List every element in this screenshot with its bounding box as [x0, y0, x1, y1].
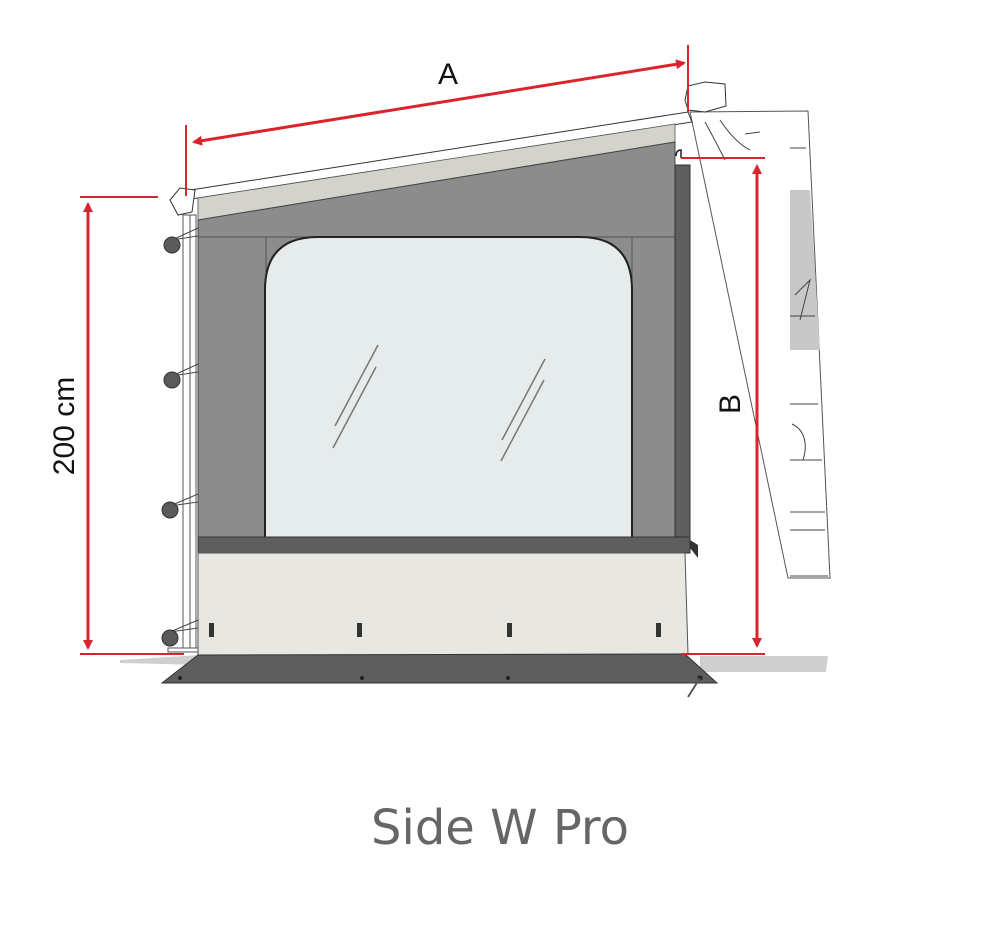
ground-shadow-right: [700, 656, 828, 672]
vehicle-outline: [689, 110, 831, 579]
product-title: Side W Pro: [371, 800, 629, 856]
label-b: B: [714, 394, 747, 414]
ground-sheet: [160, 653, 719, 684]
tension-knobs: [161, 227, 199, 647]
label-200cm: 200 cm: [48, 377, 81, 475]
window: [264, 236, 633, 541]
dimension-200cm: [80, 196, 184, 655]
side-zip-strip: [674, 164, 691, 541]
dimension-a: [185, 45, 689, 196]
skirt-fasteners: [209, 623, 661, 637]
support-pole: [167, 187, 199, 653]
ground-shadow: [120, 655, 200, 665]
label-a: A: [438, 58, 458, 91]
window-glare: [332, 344, 546, 462]
lower-skirt: [197, 552, 689, 657]
window-base-band: [197, 536, 691, 554]
awning-head-bracket: [684, 81, 727, 113]
dimension-b: [681, 157, 765, 655]
